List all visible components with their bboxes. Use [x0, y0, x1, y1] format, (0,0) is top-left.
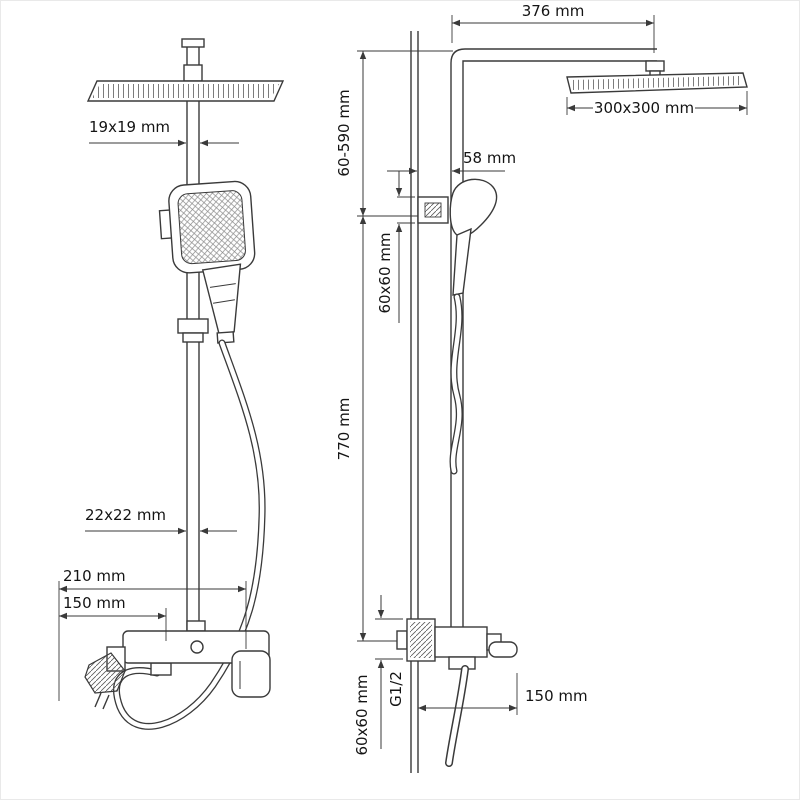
- dim-column-height: 770 mm: [335, 216, 431, 642]
- dim-lower-pipe-label: 22x22 mm: [85, 506, 166, 524]
- dim-escutcheon-label: 60x60 mm: [353, 674, 371, 755]
- mixer-front: [84, 620, 271, 710]
- mixer-body-side: [434, 626, 488, 658]
- dim-inlet-spacing-label: 150 mm: [63, 594, 126, 612]
- dim-wall-offset-label: 58 mm: [463, 149, 516, 167]
- riser-pipe-side: [450, 48, 665, 641]
- dim-height-range: 60-590 mm: [335, 50, 453, 217]
- dim-overall-width-label: 210 mm: [63, 567, 126, 585]
- dim-spout-reach-label: 150 mm: [525, 687, 588, 705]
- head-connector: [645, 60, 665, 72]
- side-view: 376 mm 300x300 mm 60-590 mm 58 mm: [335, 2, 748, 773]
- dim-overall-width: 210 mm: [58, 567, 247, 701]
- slider-bracket-front: [177, 318, 209, 343]
- hand-shower-front: [158, 180, 256, 344]
- hose-nipple: [150, 662, 172, 676]
- mixer-lever-side: [488, 641, 518, 658]
- dim-thread-label: G1/2: [387, 671, 405, 707]
- hand-shower-holder-side: [417, 196, 449, 224]
- rain-shower-head-side: [566, 72, 748, 94]
- mixer-side: [396, 618, 518, 767]
- front-view: 19x19 mm 22x22 mm: [58, 38, 285, 730]
- diverter-knob: [190, 640, 204, 654]
- wall-line: [410, 31, 419, 773]
- riser-pipe-front: [181, 38, 205, 641]
- dim-wall-offset: 58 mm: [387, 149, 516, 175]
- dim-lower-pipe: 22x22 mm: [85, 506, 237, 535]
- supply-nut: [84, 652, 126, 694]
- dim-spout-reach: 150 mm: [417, 673, 588, 715]
- hand-shower-side: [449, 178, 498, 475]
- dim-inlet-spacing: 150 mm: [59, 594, 167, 641]
- dim-upper-pipe: 19x19 mm: [89, 118, 239, 147]
- mixer-lever-front: [231, 650, 271, 698]
- dim-head-size: 300x300 mm: [566, 91, 748, 117]
- rain-shower-head-front: [86, 64, 285, 102]
- dim-holder-plate: 60x60 mm: [376, 171, 415, 323]
- dim-column-height-label: 770 mm: [335, 398, 353, 461]
- dim-holder-plate-label: 60x60 mm: [376, 232, 394, 313]
- dim-thread: G1/2: [387, 671, 405, 707]
- dim-escutcheon: 60x60 mm: [353, 595, 403, 756]
- dim-arm-reach-label: 376 mm: [522, 2, 585, 20]
- dim-head-size-label: 300x300 mm: [594, 99, 694, 117]
- dim-arm-reach: 376 mm: [451, 2, 655, 53]
- dim-upper-pipe-label: 19x19 mm: [89, 118, 170, 136]
- dim-height-range-label: 60-590 mm: [335, 89, 353, 176]
- shower-hose-front: [113, 339, 266, 730]
